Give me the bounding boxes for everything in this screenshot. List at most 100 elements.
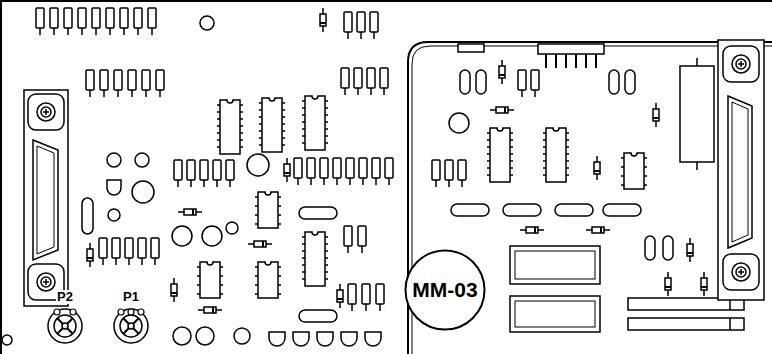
resistor-symbol [594, 156, 600, 180]
fuse-symbol [499, 60, 505, 84]
capacitor-symbol [108, 209, 120, 221]
resistor-symbol [134, 8, 142, 35]
capacitor-symbol [234, 328, 250, 344]
db-shell [33, 140, 58, 260]
resistor-symbol [112, 238, 120, 265]
resistor-symbol [64, 8, 72, 35]
resistor-symbol [151, 238, 159, 265]
ic-chip [621, 153, 647, 189]
resistor-symbol [344, 226, 352, 253]
ic-chip [217, 100, 243, 154]
resistor-symbol [362, 284, 370, 311]
resistor-symbol [156, 70, 164, 97]
resistor-symbol [358, 226, 366, 253]
crystal-symbol [625, 70, 635, 94]
crystal-symbol [555, 204, 593, 216]
capacitor-symbol [226, 222, 238, 234]
crystal-symbol [460, 70, 470, 94]
ic-chip [259, 98, 285, 152]
resistor-symbol [307, 158, 315, 185]
capacitor-block [680, 66, 714, 162]
resistor-symbol [142, 70, 150, 97]
transistor-symbol [365, 332, 381, 346]
potentiometer [48, 309, 82, 343]
diode-symbol [520, 227, 544, 233]
resistor-symbol [380, 68, 388, 95]
ic-chip [255, 262, 281, 298]
resistor-symbol [187, 160, 195, 187]
pad [118, 309, 124, 315]
resistor-symbol [92, 8, 100, 35]
resistor-symbol [346, 158, 354, 185]
circle-outline [406, 251, 485, 330]
diode-symbol [178, 209, 202, 215]
capacitor-symbol [449, 113, 469, 133]
resistor-symbol [531, 70, 539, 97]
part-label: P2 [56, 290, 74, 304]
relay [510, 296, 600, 332]
fuse-symbol [665, 272, 671, 296]
ic-chip [255, 192, 281, 228]
capacitor-symbol [135, 153, 149, 167]
resistor-symbol [114, 70, 122, 97]
transistor-symbol [293, 332, 309, 346]
resistor-symbol [106, 8, 114, 35]
jumper-header [458, 44, 484, 52]
capacitor-symbol [202, 226, 222, 246]
pad [54, 309, 60, 315]
crystal-symbol [299, 310, 337, 322]
db-shell [728, 96, 752, 248]
crystal-symbol [503, 204, 541, 216]
resistor-symbol [200, 160, 208, 187]
resistor-symbol [359, 158, 367, 185]
crystal-symbol [609, 70, 619, 94]
resistor-symbol [120, 8, 128, 35]
resistor-symbol [348, 284, 356, 311]
resistor-symbol [376, 284, 384, 311]
crystal-symbol [82, 198, 93, 234]
resistor-symbol [341, 68, 349, 95]
crystal-symbol [451, 204, 489, 216]
potentiometer [114, 309, 148, 343]
resistor-symbol [445, 160, 453, 187]
ic-chip [302, 96, 328, 150]
terminal-divider [729, 298, 731, 330]
transistor-symbol [107, 180, 121, 195]
diode-symbol [87, 243, 93, 267]
resistor-symbol [333, 158, 341, 185]
ic-chip [197, 262, 223, 298]
resistor-symbol [385, 158, 393, 185]
connector-mount [723, 46, 759, 82]
relay [510, 246, 600, 284]
capacitor-symbol [196, 327, 214, 345]
resistor-symbol [344, 12, 352, 39]
fuse-symbol [701, 272, 707, 296]
resistor-symbol [50, 8, 58, 35]
pad [2, 335, 12, 345]
crystal-symbol [663, 236, 673, 260]
resistor-symbol [86, 70, 94, 97]
resistor-symbol [125, 238, 133, 265]
diode-symbol [586, 227, 610, 233]
resistor-symbol [320, 158, 328, 185]
relay [515, 301, 595, 327]
db-connector [24, 90, 68, 306]
resistor-symbol [78, 8, 86, 35]
connector-mount [28, 94, 64, 130]
ic-chip [487, 128, 513, 182]
resistor-symbol [171, 278, 177, 302]
resistor-symbol [213, 160, 221, 187]
header-pins [546, 54, 596, 68]
resistor-symbol [354, 68, 362, 95]
pad [138, 309, 144, 315]
resistor-symbol [294, 158, 302, 185]
transistor-symbol [317, 332, 333, 346]
resistor-symbol [128, 70, 136, 97]
resistor-symbol [653, 103, 659, 127]
resistor-symbol [432, 160, 440, 187]
ic-chip [302, 232, 328, 286]
pad [128, 309, 134, 315]
connector-mount [723, 254, 759, 290]
